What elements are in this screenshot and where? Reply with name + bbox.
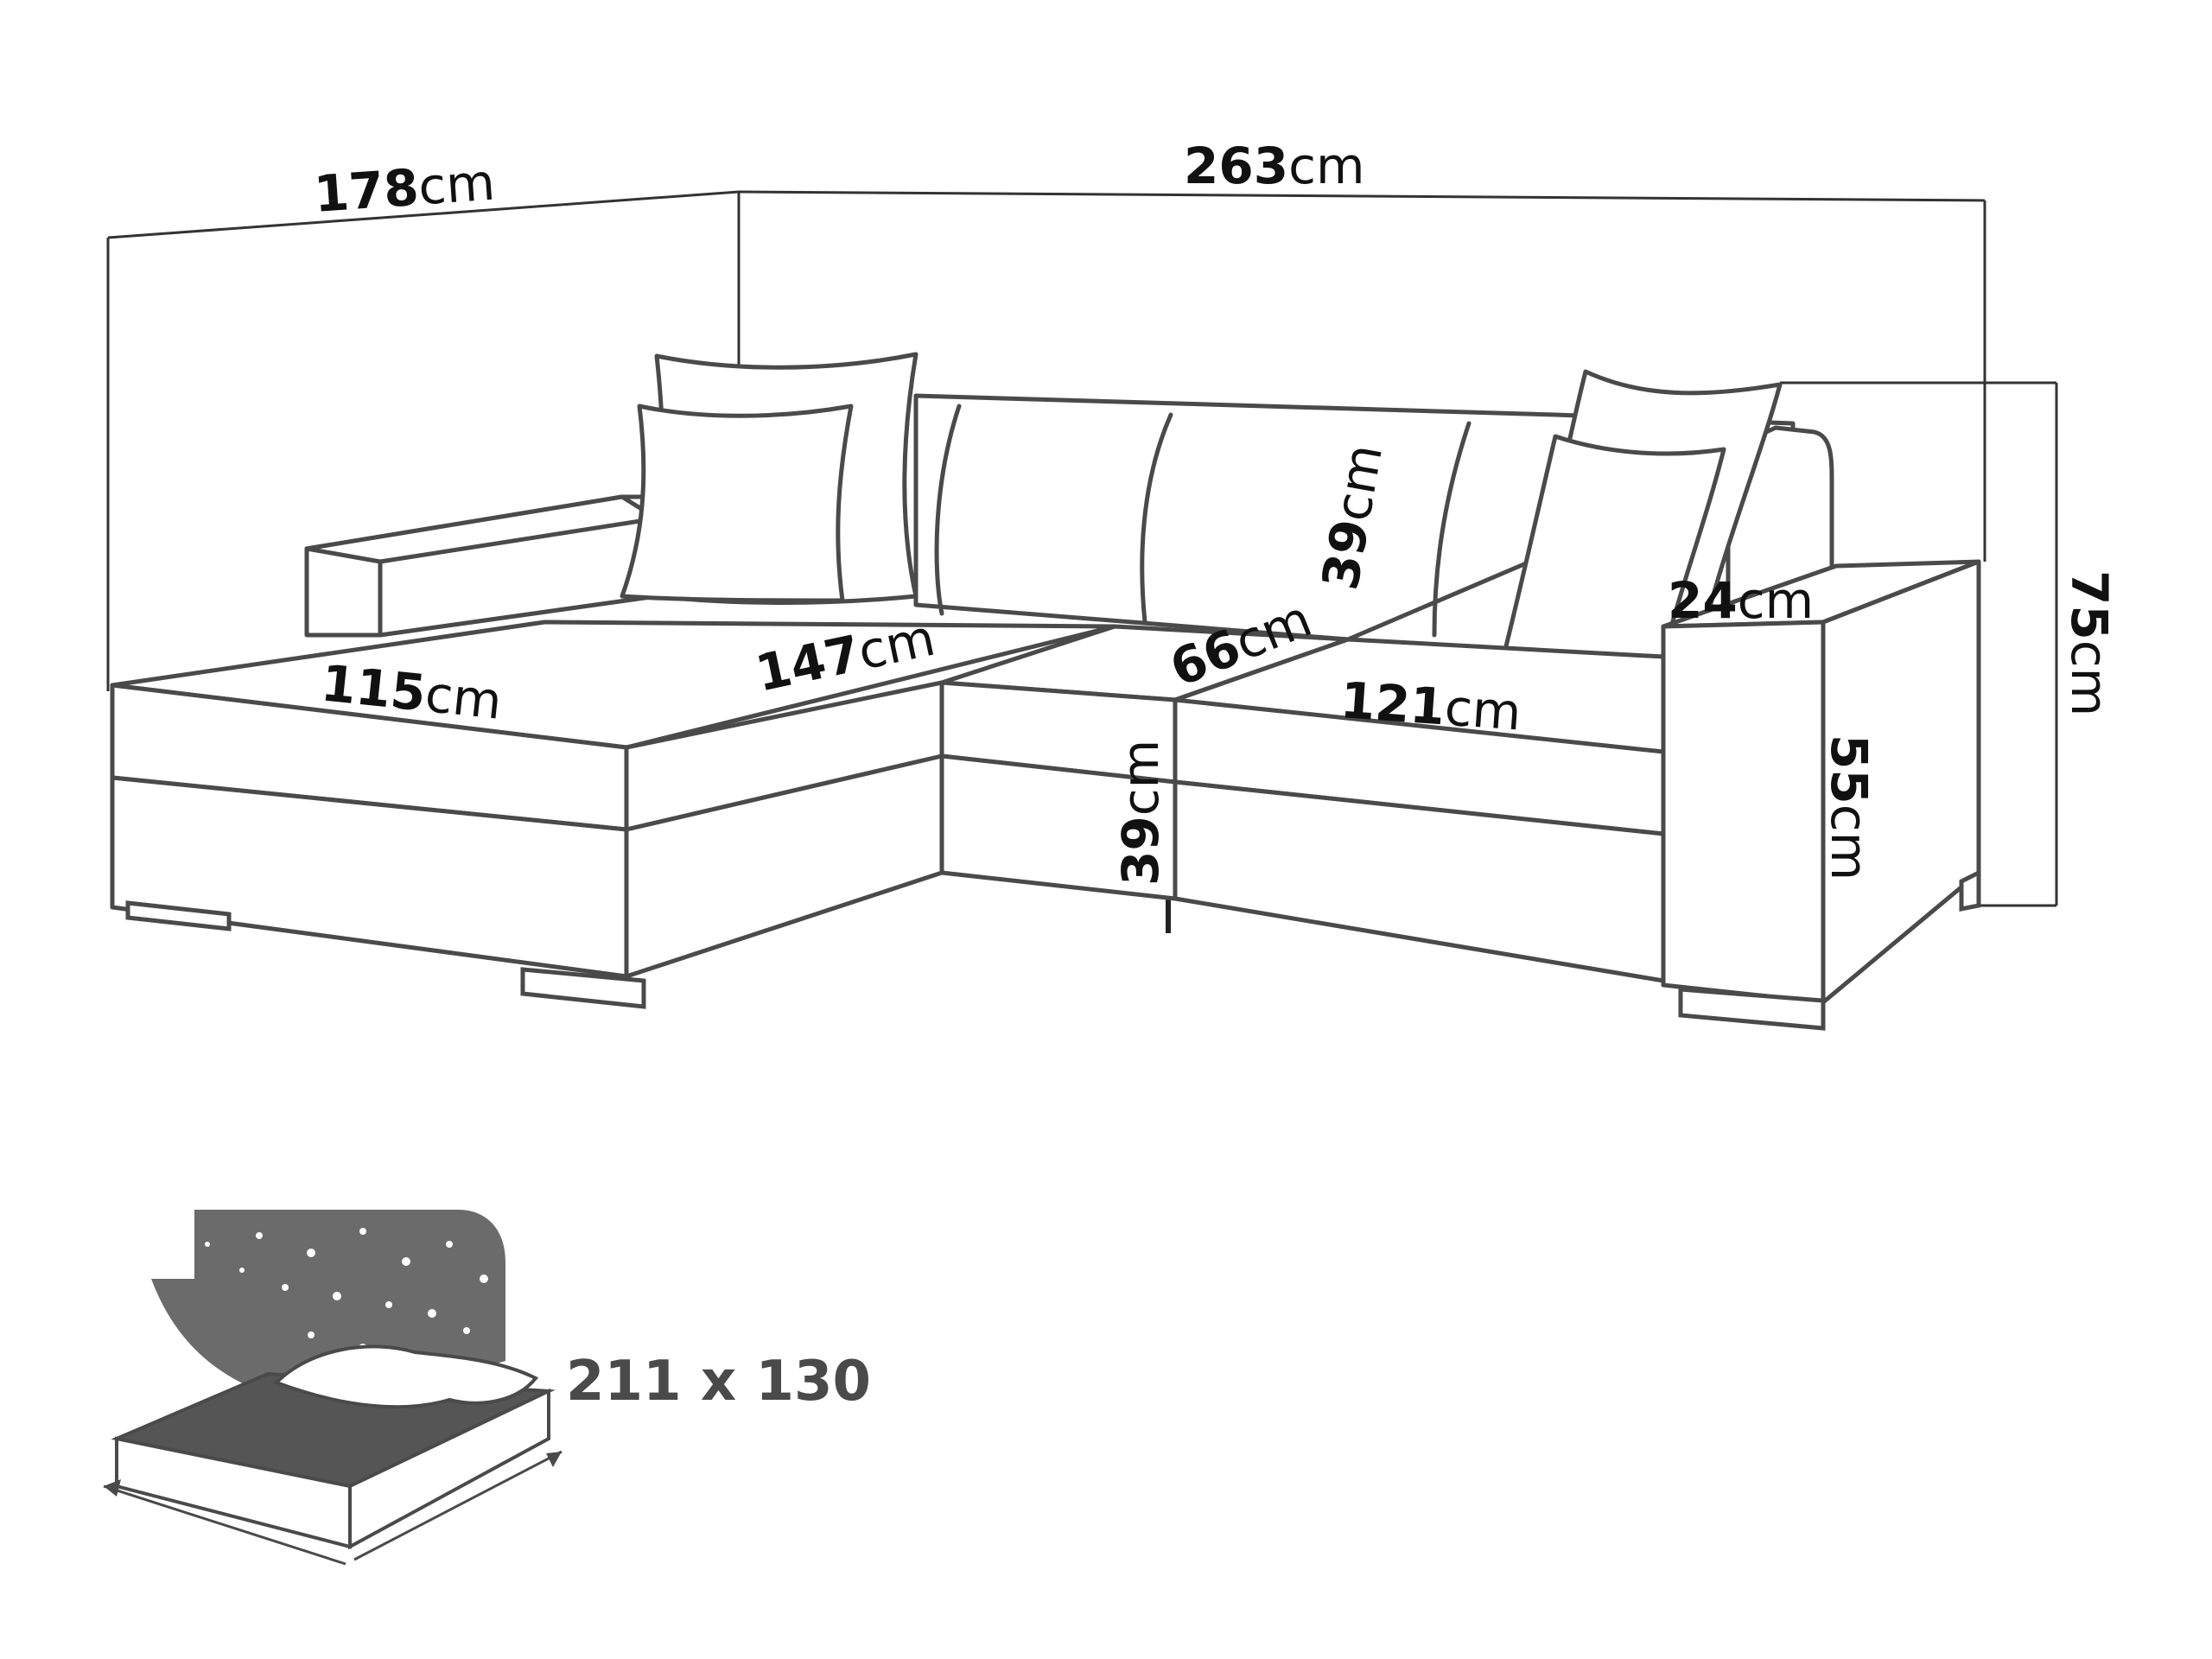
back-cushion-2 xyxy=(1140,412,1173,625)
dim-24: 24cm xyxy=(1668,571,1814,630)
dim-121: 121cm xyxy=(1338,671,1523,741)
dim-55: 55cm xyxy=(1820,734,1878,880)
back-cushion-1 xyxy=(934,404,962,616)
dim-115: 115cm xyxy=(319,653,505,731)
bed-frame-side xyxy=(348,1388,550,1550)
dim-39-back: 39cm xyxy=(1311,440,1394,594)
pillow-left-front xyxy=(620,404,854,603)
sofa xyxy=(110,352,1981,1031)
dim-75: 75cm xyxy=(2060,570,2119,716)
sleeping-area-night-icon xyxy=(103,1210,563,1566)
dim-178: 178cm xyxy=(312,153,497,224)
dim-263: 263cm xyxy=(1184,137,1364,195)
foot-right xyxy=(1678,987,1826,1031)
pillow-icon xyxy=(273,1344,539,1409)
right-armrest-front xyxy=(1661,620,1826,1005)
foot-chaise xyxy=(520,967,646,1009)
foot-right-back xyxy=(1959,868,1981,912)
dimension-labels: 178cm 263cm 75cm 39cm 39cm 24cm 55cm 115… xyxy=(312,137,2119,886)
back-cushion-3 xyxy=(1432,421,1471,638)
dim-39-seat: 39cm xyxy=(1111,740,1170,886)
bed-size-label: 211 x 130 xyxy=(566,1350,871,1414)
foot-left xyxy=(125,900,232,931)
